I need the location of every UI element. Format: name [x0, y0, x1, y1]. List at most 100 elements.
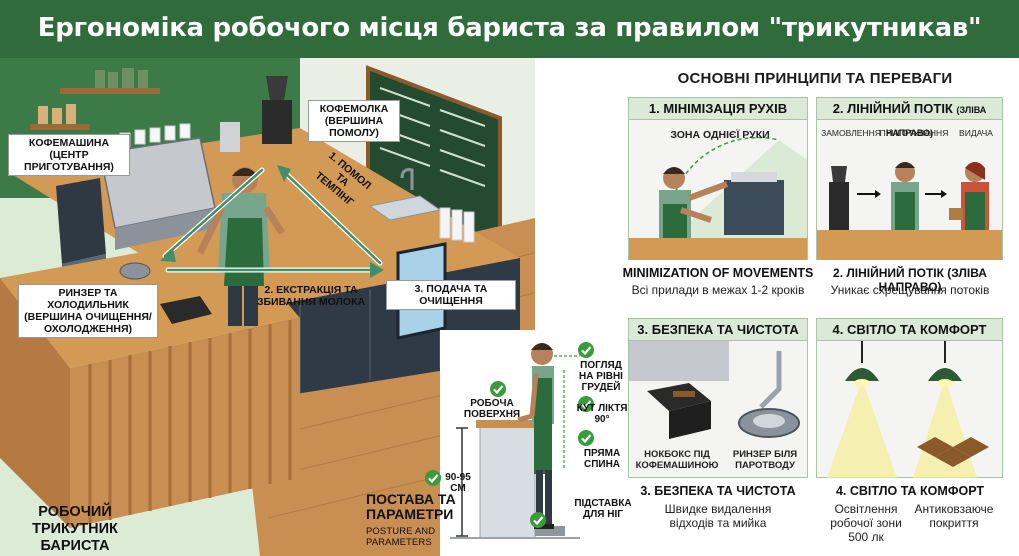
- panel-4-sub-right-line1: Антиковзаюче: [914, 502, 994, 516]
- principle-panel-4: 4. СВІТЛО ТА КОМФОРТ: [816, 318, 1003, 478]
- step2-label-line1: 2. ЕКСТРАКЦІЯ ТА: [264, 284, 358, 296]
- check-icon: [530, 512, 546, 528]
- knockbox-label-line1: НОКБОКС ПІД: [644, 449, 710, 460]
- step2-label: 2. ЕКСТРАКЦІЯ ТА ЗБИВАННЯ МОЛОКА: [256, 284, 366, 308]
- panel-4-sub-left-line2: робочої зони: [830, 516, 902, 530]
- header-bar: Ергономіка робочого місця бариста за пра…: [0, 0, 1019, 58]
- panel-4-sub-right-line2: покриття: [929, 516, 979, 530]
- panel-4-art: [817, 341, 1002, 478]
- lamp-icon: [845, 368, 879, 381]
- rinser-label: РИНЗЕР ТА ХОЛОДИЛЬНИК (ВЕРШИНА ОЧИЩЕННЯ/…: [18, 284, 158, 338]
- knockbox-label-line2: КОФЕМАШИНОЮ: [635, 460, 719, 471]
- triangle-title-line3: БАРИСТА: [40, 538, 110, 554]
- grinder-label-line2: (ВЕРШИНА ПОМОЛУ): [324, 115, 384, 139]
- linear-flow-icon: [817, 162, 1002, 260]
- step3-label-text: 3. ПОДАЧА ТА ОЧИЩЕННЯ: [414, 283, 488, 307]
- check-icon: [425, 470, 441, 486]
- panel-2-art: ЗАМОВЛЕННЯ ПРИГОТУВАННЯ ВИДАЧА: [817, 120, 1002, 260]
- panel-4-sub-left: Освітлення робочої зони 500 лк: [820, 502, 912, 544]
- triangle-title-line1: РОБОЧИЙ: [38, 504, 112, 520]
- eye-label-line1: ПОГЛЯД: [580, 360, 622, 371]
- straight-back-label: ПРЯМА СПИНА: [572, 448, 632, 470]
- panel-4-head: 4. СВІТЛО ТА КОМФОРТ: [817, 319, 1002, 341]
- panel-2-head-main: 2. ЛІНІЙНИЙ ПОТІК: [832, 101, 953, 116]
- step3-label: 3. ПОДАЧА ТА ОЧИЩЕННЯ: [386, 280, 516, 310]
- page-title: Ергономіка робочого місця бариста за пра…: [37, 13, 982, 43]
- check-icon: [578, 396, 594, 412]
- eye-level-label: ПОГЛЯД НА РІВНІ ГРУДЕЙ: [572, 360, 630, 393]
- principle-panel-2: 2. ЛІНІЙНИЙ ПОТІК (ЗЛІВА НАПРАВО) ЗАМОВЛ…: [816, 97, 1003, 260]
- panel-3-art: НОКБОКС ПІД КОФЕМАШИНОЮ РИНЗЕР БІЛЯ ПАРО…: [629, 341, 807, 477]
- posture-title-line1: ПОСТАВА ТА: [366, 491, 456, 507]
- height-label-line2: см: [450, 483, 466, 494]
- check-icon: [578, 430, 594, 446]
- elbow-label-line1: КУТ ЛІКТЯ: [576, 403, 628, 414]
- elbow-label-line2: 90°: [594, 414, 610, 425]
- principle-panel-3: 3. БЕЗПЕКА ТА ЧИСТОТА НОКБОКС ПІД КОФЕМА…: [628, 318, 808, 478]
- espresso-label: КОФЕМАШИНА (ЦЕНТР ПРИГОТУВАННЯ): [8, 134, 130, 176]
- footrest-label: ПІДСТАВКА ДЛЯ НІГ: [572, 498, 634, 520]
- eye-label-line3: ГРУДЕЙ: [581, 382, 621, 393]
- principles-title: ОСНОВНІ ПРИНЦИПИ ТА ПЕРЕВАГИ: [677, 70, 953, 87]
- check-icon: [490, 381, 506, 397]
- panel-2-head-small: (ЗЛІВА НАПРАВО): [885, 105, 987, 138]
- panel-1-sub: Всі прилади в межах 1-2 кроків: [631, 283, 805, 297]
- panel-2-head: 2. ЛІНІЙНИЙ ПОТІК (ЗЛІВА НАПРАВО): [817, 98, 1002, 138]
- stage-prep: ПРИГОТУВАННЯ: [879, 128, 949, 138]
- back-label-line2: СПИНА: [583, 459, 621, 470]
- step2-label-line2: ЗБИВАННЯ МОЛОКА: [256, 296, 366, 308]
- knockbox-label: НОКБОКС ПІД КОФЕМАШИНОЮ: [631, 449, 723, 471]
- espresso-label-line1: КОФЕМАШИНА: [28, 137, 110, 149]
- triangle-title-line2: ТРИКУТНИК: [32, 521, 118, 537]
- panel-2-caption: 2. ЛІНІЙНИЙ ПОТІК (ЗЛІВА НАПРАВО): [833, 266, 987, 294]
- panel-1-art: ЗОНА ОДНІЄЇ РУКИ: [629, 120, 807, 260]
- panel-3-head: 3. БЕЗПЕКА ТА ЧИСТОТА: [629, 319, 807, 341]
- stage-serve: ВИДАЧА: [959, 128, 993, 138]
- panel-2-sub: Уникає схрещування потоків: [830, 283, 990, 297]
- elbow-angle-label: КУТ ЛІКТЯ 90°: [572, 403, 632, 425]
- grinder-label-line1: КОФЕМОЛКА: [319, 103, 389, 115]
- coffee-grinder-icon: [262, 100, 292, 144]
- stage-order: ЗАМОВЛЕННЯ: [821, 128, 881, 138]
- rinser-steam-label-line2: ПАРОТВОДУ: [735, 460, 795, 471]
- principle-panel-1: 1. МІНІМІЗАЦІЯ РУХІВ ЗОНА ОДНІЄЇ РУКИ: [628, 97, 808, 260]
- posture-title: ПОСТАВА ТА ПАРАМЕТРИ: [366, 492, 456, 522]
- height-label: 90-95 см: [438, 472, 478, 494]
- footrest-label-line2: ДЛЯ НІГ: [583, 509, 623, 520]
- footrest-label-line1: ПІДСТАВКА: [574, 498, 632, 509]
- lighting-icon: [827, 341, 989, 478]
- panel-1-caption: MINIMIZATION OF MOVEMENTS: [622, 266, 814, 280]
- cleanliness-icon: [629, 341, 800, 439]
- eye-label-line2: НА РІВНІ: [579, 371, 623, 382]
- rinser-label-line3: ОХОЛОДЖЕННЯ): [44, 323, 132, 335]
- espresso-label-line2: (ЦЕНТР ПРИГОТУВАННЯ): [24, 149, 114, 173]
- knockbox-icon: [160, 296, 212, 324]
- lamp-icon: [928, 368, 962, 381]
- panel-3-caption: 3. БЕЗПЕКА ТА ЧИСТОТА: [640, 484, 796, 498]
- surface-label-line2: ПОВЕРХНЯ: [463, 409, 521, 420]
- check-icon: [578, 342, 594, 358]
- panel-4-sub-left-line1: Освітлення: [834, 502, 898, 516]
- back-label-line1: ПРЯМА: [583, 448, 621, 459]
- triangle-title: РОБОЧИЙ ТРИКУТНИК БАРИСТА: [20, 504, 130, 555]
- one-hand-zone-label: ЗОНА ОДНІЄЇ РУКИ: [670, 129, 770, 141]
- surface-label: РОБОЧА ПОВЕРХНЯ: [460, 398, 524, 420]
- panel-3-sub-line2: відходів та мийка: [669, 516, 767, 530]
- one-hand-zone-icon: [629, 136, 807, 260]
- rinser-steam-label: РИНЗЕР БІЛЯ ПАРОТВОДУ: [723, 449, 807, 471]
- height-label-line1: 90-95: [445, 472, 471, 483]
- rinser-icon: [119, 262, 151, 280]
- panel-1-head: 1. МІНІМІЗАЦІЯ РУХІВ: [629, 98, 807, 120]
- rinser-steam-label-line1: РИНЗЕР БІЛЯ: [732, 449, 798, 460]
- rinser-label-line2: (ВЕРШИНА ОЧИЩЕННЯ/: [24, 311, 152, 323]
- panel-4-caption: 4. СВІТЛО ТА КОМФОРТ: [835, 484, 985, 498]
- surface-label-line1: РОБОЧА: [470, 398, 514, 409]
- grinder-label: КОФЕМОЛКА (ВЕРШИНА ПОМОЛУ): [308, 100, 400, 142]
- posture-subtitle: POSTURE AND PARAMETERS: [366, 526, 436, 548]
- panel-4-sub-right: Антиковзаюче покриття: [904, 502, 1004, 530]
- posture-title-line2: ПАРАМЕТРИ: [366, 506, 454, 522]
- panel-4-sub-left-line3: 500 лк: [848, 530, 884, 544]
- rinser-label-line1: РИНЗЕР ТА ХОЛОДИЛЬНИК: [47, 287, 129, 311]
- panel-3-sub-line1: Швидке видалення: [664, 502, 772, 516]
- panel-3-sub: Швидке видалення відходів та мийка: [620, 502, 816, 530]
